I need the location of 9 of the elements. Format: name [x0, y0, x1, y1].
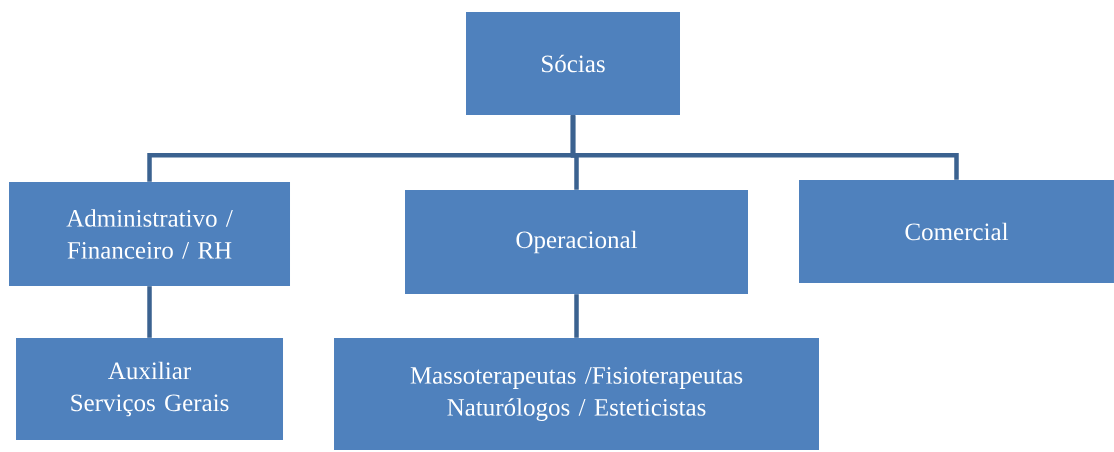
- org-box: Massoterapeutas /Fisioterapeutas Naturólogos / Esteticistas: [334, 338, 819, 450]
- connector-line: [570, 115, 959, 180]
- org-box: Auxiliar Serviços Gerais: [16, 338, 283, 440]
- connector-line: [574, 294, 579, 338]
- org-box: Sócias: [466, 12, 680, 115]
- org-box: Administrativo / Financeiro / RH: [9, 182, 290, 286]
- org-box: Comercial: [799, 180, 1114, 283]
- org-box: Operacional: [405, 190, 748, 294]
- connector-line: [147, 286, 152, 338]
